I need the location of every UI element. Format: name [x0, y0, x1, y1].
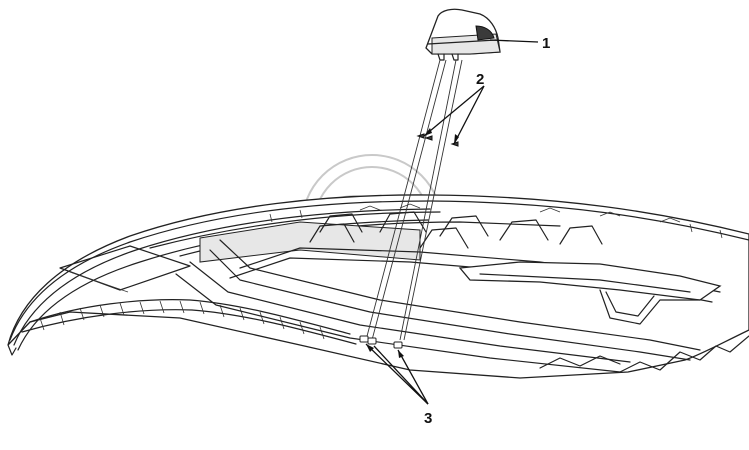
nuts: [359, 335, 403, 349]
callout-3: 3: [365, 343, 432, 427]
callout-3-label: 3: [424, 410, 432, 427]
assembly-guide-lines: [365, 59, 463, 341]
roof-panel: [7, 194, 749, 379]
callout-2: 2: [423, 71, 485, 145]
callout-1: 1: [489, 35, 550, 52]
callout-2-label: 2: [476, 71, 484, 88]
roof-antenna: [425, 8, 501, 61]
callout-1-label: 1: [542, 35, 550, 52]
